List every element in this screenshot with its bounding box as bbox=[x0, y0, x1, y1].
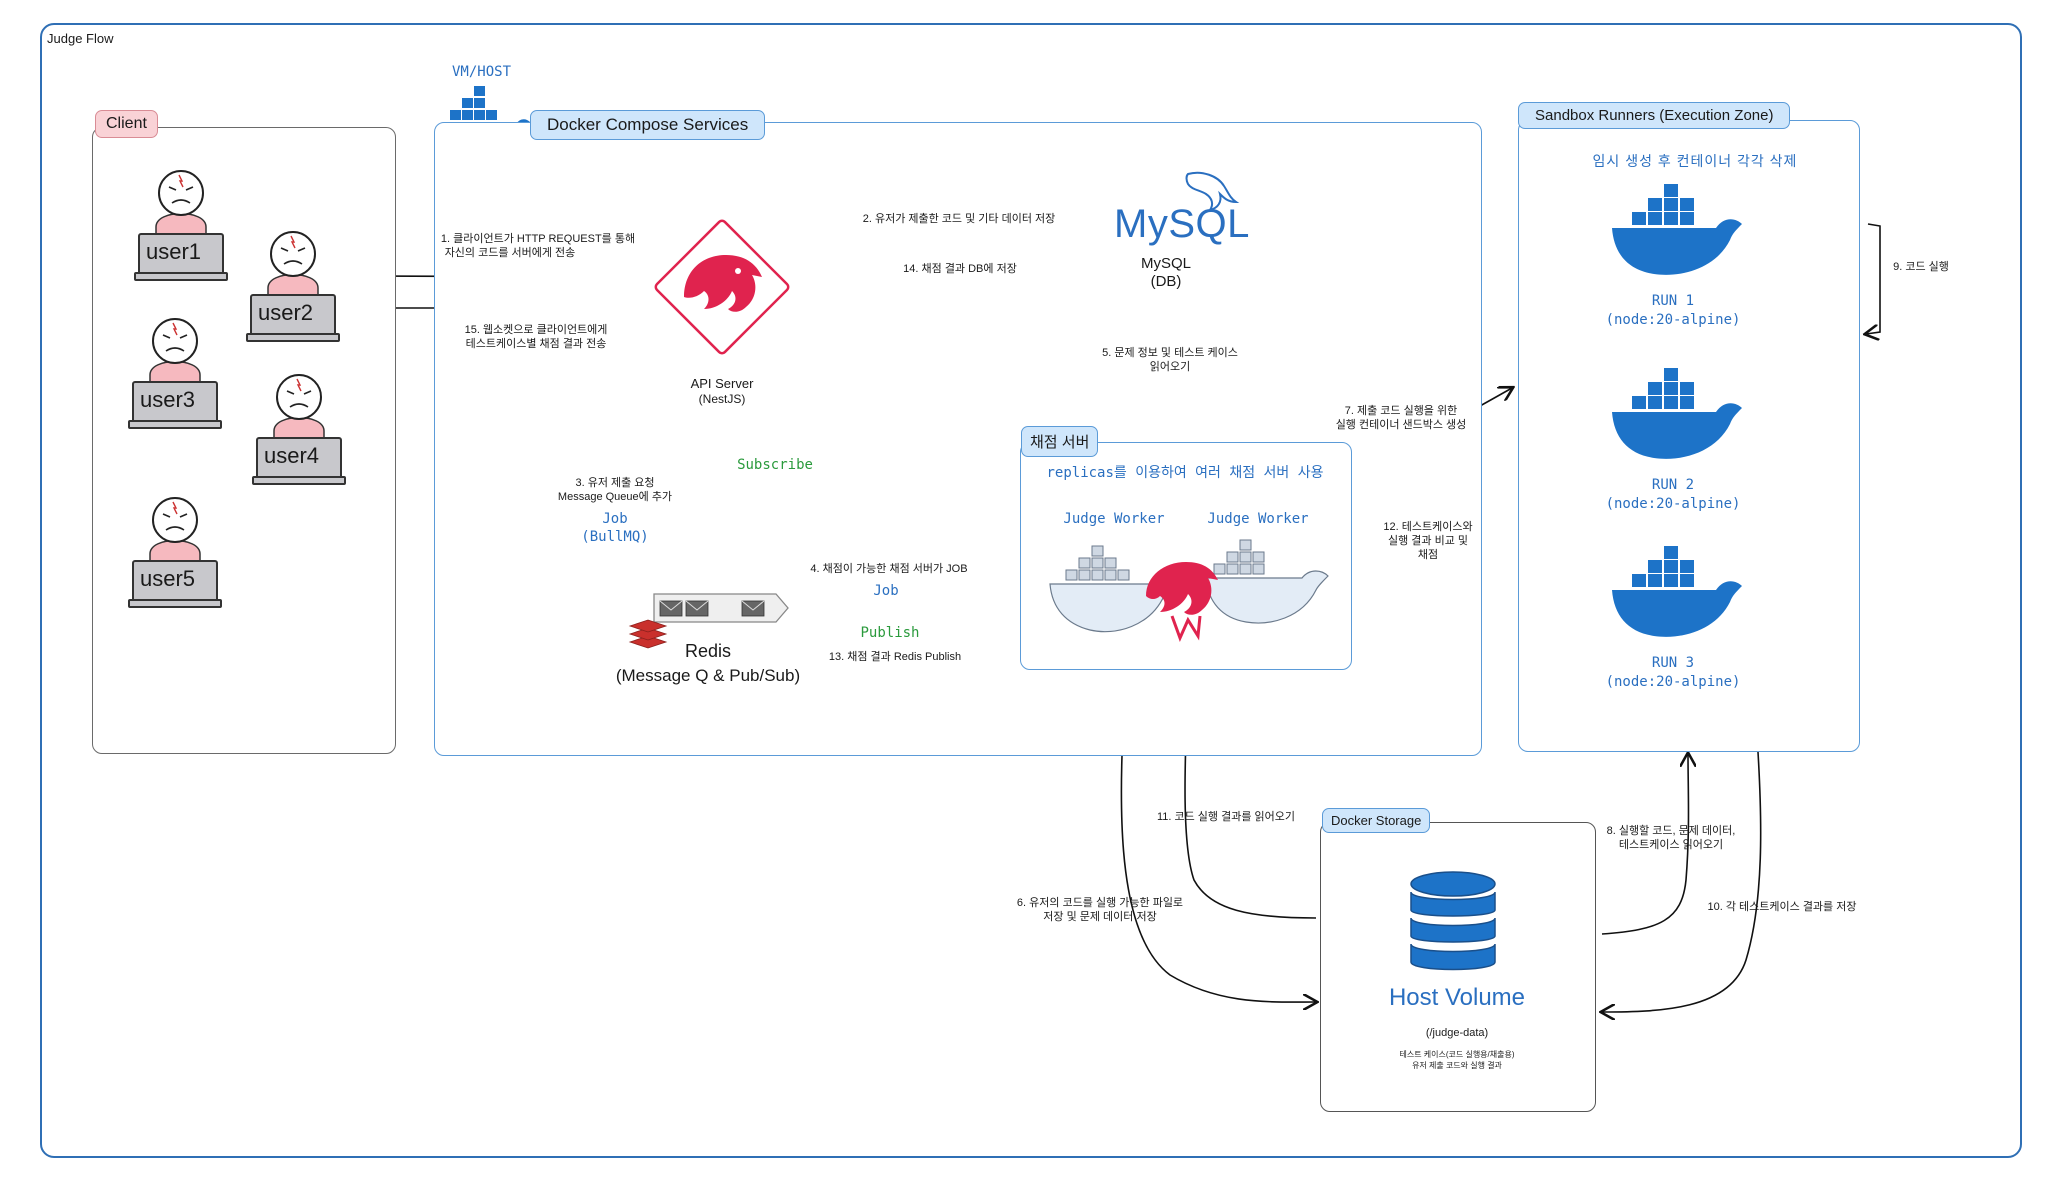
client-user-3: user3 bbox=[128, 313, 222, 429]
arrow-step-6 bbox=[1120, 671, 1316, 1002]
sandbox-run-name: RUN 3 bbox=[1651, 655, 1695, 671]
sandbox-run-1: RUN 1 (node:20-alpine) bbox=[1598, 184, 1748, 328]
mysql-logo: MySQL bbox=[1110, 168, 1250, 248]
user-avatar-icon bbox=[149, 497, 201, 565]
sandbox-runners-tag: Sandbox Runners (Execution Zone) bbox=[1518, 102, 1791, 129]
api-server-sub: (NestJS) bbox=[698, 392, 746, 406]
step-12-label-c: 채점 bbox=[1417, 549, 1439, 561]
user-avatar-icon bbox=[149, 318, 201, 386]
compose-services-tag: Docker Compose Services bbox=[530, 110, 766, 140]
redis-sub: (Message Q & Pub/Sub) bbox=[615, 666, 801, 685]
sandbox-run-image: (node:20-alpine) bbox=[1605, 312, 1741, 328]
sandbox-run-image: (node:20-alpine) bbox=[1605, 674, 1741, 690]
step-7-label-a: 7. 제출 코드 실행을 위한 bbox=[1344, 405, 1458, 417]
subscribe-label: Subscribe bbox=[737, 457, 813, 473]
client-user-5: user5 bbox=[128, 492, 222, 608]
judge-worker-2-label: Judge Worker bbox=[1207, 511, 1309, 527]
step-9-label: 9. 코드 실행 bbox=[1893, 261, 1949, 273]
step-12-label-b: 실행 결과 비교 및 bbox=[1387, 535, 1468, 547]
client-box bbox=[92, 127, 396, 754]
redis-logo bbox=[628, 616, 668, 652]
step-8-label-b: 테스트케이스 읽어오기 bbox=[1618, 839, 1724, 851]
judge-workers-graphic bbox=[1046, 539, 1336, 646]
user-laptop: user3 bbox=[128, 381, 222, 429]
mysql-dolphin-icon bbox=[1185, 171, 1240, 212]
sandbox-run-2: RUN 2 (node:20-alpine) bbox=[1598, 368, 1748, 512]
step-1-label-b: 자신의 코드를 서버에게 전송 bbox=[444, 247, 576, 259]
user-laptop: user4 bbox=[252, 437, 346, 485]
mysql-label: MySQL bbox=[1140, 255, 1191, 272]
step-15-label-b: 테스트케이스별 채점 결과 전송 bbox=[465, 338, 607, 350]
client-tag: Client bbox=[95, 110, 158, 138]
sandbox-run-image: (node:20-alpine) bbox=[1605, 496, 1741, 512]
client-user-4: user4 bbox=[252, 369, 346, 485]
host-volume-desc-2: 유저 제출 코드와 실행 결과 bbox=[1412, 1061, 1502, 1070]
user-laptop: user2 bbox=[246, 294, 340, 342]
step-3-job: Job bbox=[602, 511, 628, 527]
step-7-label-b: 실행 컨테이너 샌드박스 생성 bbox=[1335, 419, 1467, 431]
step-8-label-a: 8. 실행할 코드, 문제 데이터, bbox=[1606, 825, 1736, 837]
api-server-label: API Server bbox=[690, 376, 754, 391]
step-6-label-b: 저장 및 문제 데이터 저장 bbox=[1043, 911, 1157, 923]
docker-storage-tag: Docker Storage bbox=[1322, 808, 1431, 833]
step-15-label-a: 15. 웹소켓으로 클라이언트에게 bbox=[464, 324, 608, 336]
user-laptop: user5 bbox=[128, 560, 222, 608]
judge-server-tag: 채점 서버 bbox=[1021, 426, 1099, 457]
frame-title: Judge Flow bbox=[47, 31, 114, 46]
judge-worker-1-label: Judge Worker bbox=[1063, 511, 1165, 527]
judge-flow-frame bbox=[40, 23, 2022, 1158]
sandbox-run-name: RUN 1 bbox=[1651, 293, 1695, 309]
user-avatar-icon bbox=[267, 231, 319, 299]
vm-host-label: VM/HOST bbox=[452, 64, 512, 80]
database-cylinder-icon bbox=[1410, 871, 1496, 971]
user-laptop: user1 bbox=[134, 233, 228, 281]
host-volume-icon-wrap bbox=[1408, 870, 1498, 978]
host-volume-title: Host Volume bbox=[1388, 984, 1526, 1011]
arrow-step-8 bbox=[1601, 754, 1689, 935]
step-5-label-b: 읽어오기 bbox=[1149, 361, 1191, 373]
step-4-job: Job bbox=[873, 583, 899, 599]
step-14-label: 14. 채점 결과 DB에 저장 bbox=[903, 263, 1017, 275]
user-avatar-icon bbox=[155, 170, 207, 238]
redis-stack-icon bbox=[628, 619, 668, 649]
step-12-label-a: 12. 테스트케이스와 bbox=[1383, 521, 1473, 533]
step-13-label: 13. 채점 결과 Redis Publish bbox=[828, 651, 962, 663]
judge-worker-whales-icon bbox=[1049, 539, 1329, 643]
step-2-label: 2. 유저가 제출한 코드 및 기타 데이터 저장 bbox=[862, 213, 1056, 225]
sandbox-run-name: RUN 2 bbox=[1651, 477, 1695, 493]
nestjs-logo bbox=[640, 205, 804, 369]
redis-label: Redis bbox=[684, 641, 732, 661]
step-3-label-a: 3. 유저 제출 요청 bbox=[575, 477, 655, 489]
arrow-step-9 bbox=[1866, 223, 1881, 334]
docker-whale-icon bbox=[1612, 184, 1742, 275]
docker-whale-icon bbox=[1612, 546, 1742, 637]
mysql-sub: (DB) bbox=[1150, 273, 1182, 290]
judge-replicas-note: replicas를 이용하여 여러 채점 서버 사용 bbox=[1046, 465, 1324, 481]
judge-server-box bbox=[1020, 442, 1352, 670]
step-5-label-a: 5. 문제 정보 및 테스트 케이스 bbox=[1102, 347, 1238, 359]
step-13-publish: Publish bbox=[860, 625, 920, 641]
arrow-step-10 bbox=[1602, 751, 1762, 1012]
message-queue-graphic bbox=[650, 590, 790, 626]
host-volume-desc-1: 테스트 케이스(코드 실행용/채출용) bbox=[1399, 1050, 1515, 1059]
host-volume-path: (/judge-data) bbox=[1425, 1027, 1489, 1039]
sandbox-run-3: RUN 3 (node:20-alpine) bbox=[1598, 546, 1748, 690]
step-10-label: 10. 각 테스트케이스 결과를 저장 bbox=[1707, 901, 1857, 913]
step-3-bullmq: (BullMQ) bbox=[581, 529, 649, 545]
queue-envelopes-icon bbox=[653, 593, 789, 623]
client-user-1: user1 bbox=[134, 165, 228, 281]
nestjs-icon bbox=[654, 219, 790, 355]
step-4-label: 4. 채점이 가능한 채점 서버가 JOB bbox=[810, 563, 968, 575]
step-11-label: 11. 코드 실행 결과를 읽어오기 bbox=[1156, 811, 1296, 823]
mysql-logo-text: MySQL bbox=[1114, 202, 1250, 246]
step-6-label-a: 6. 유저의 코드를 실행 가능한 파일로 bbox=[1016, 897, 1184, 909]
user-avatar-icon bbox=[273, 374, 325, 442]
step-3-label-b: Message Queue에 추가 bbox=[557, 491, 673, 503]
docker-whale-icon bbox=[1612, 368, 1742, 459]
step-1-label-a: 1. 클라이언트가 HTTP REQUEST를 통해 bbox=[440, 233, 636, 245]
sandbox-note: 임시 생성 후 컨테이너 각각 삭제 bbox=[1592, 153, 1798, 169]
client-user-2: user2 bbox=[246, 226, 340, 342]
